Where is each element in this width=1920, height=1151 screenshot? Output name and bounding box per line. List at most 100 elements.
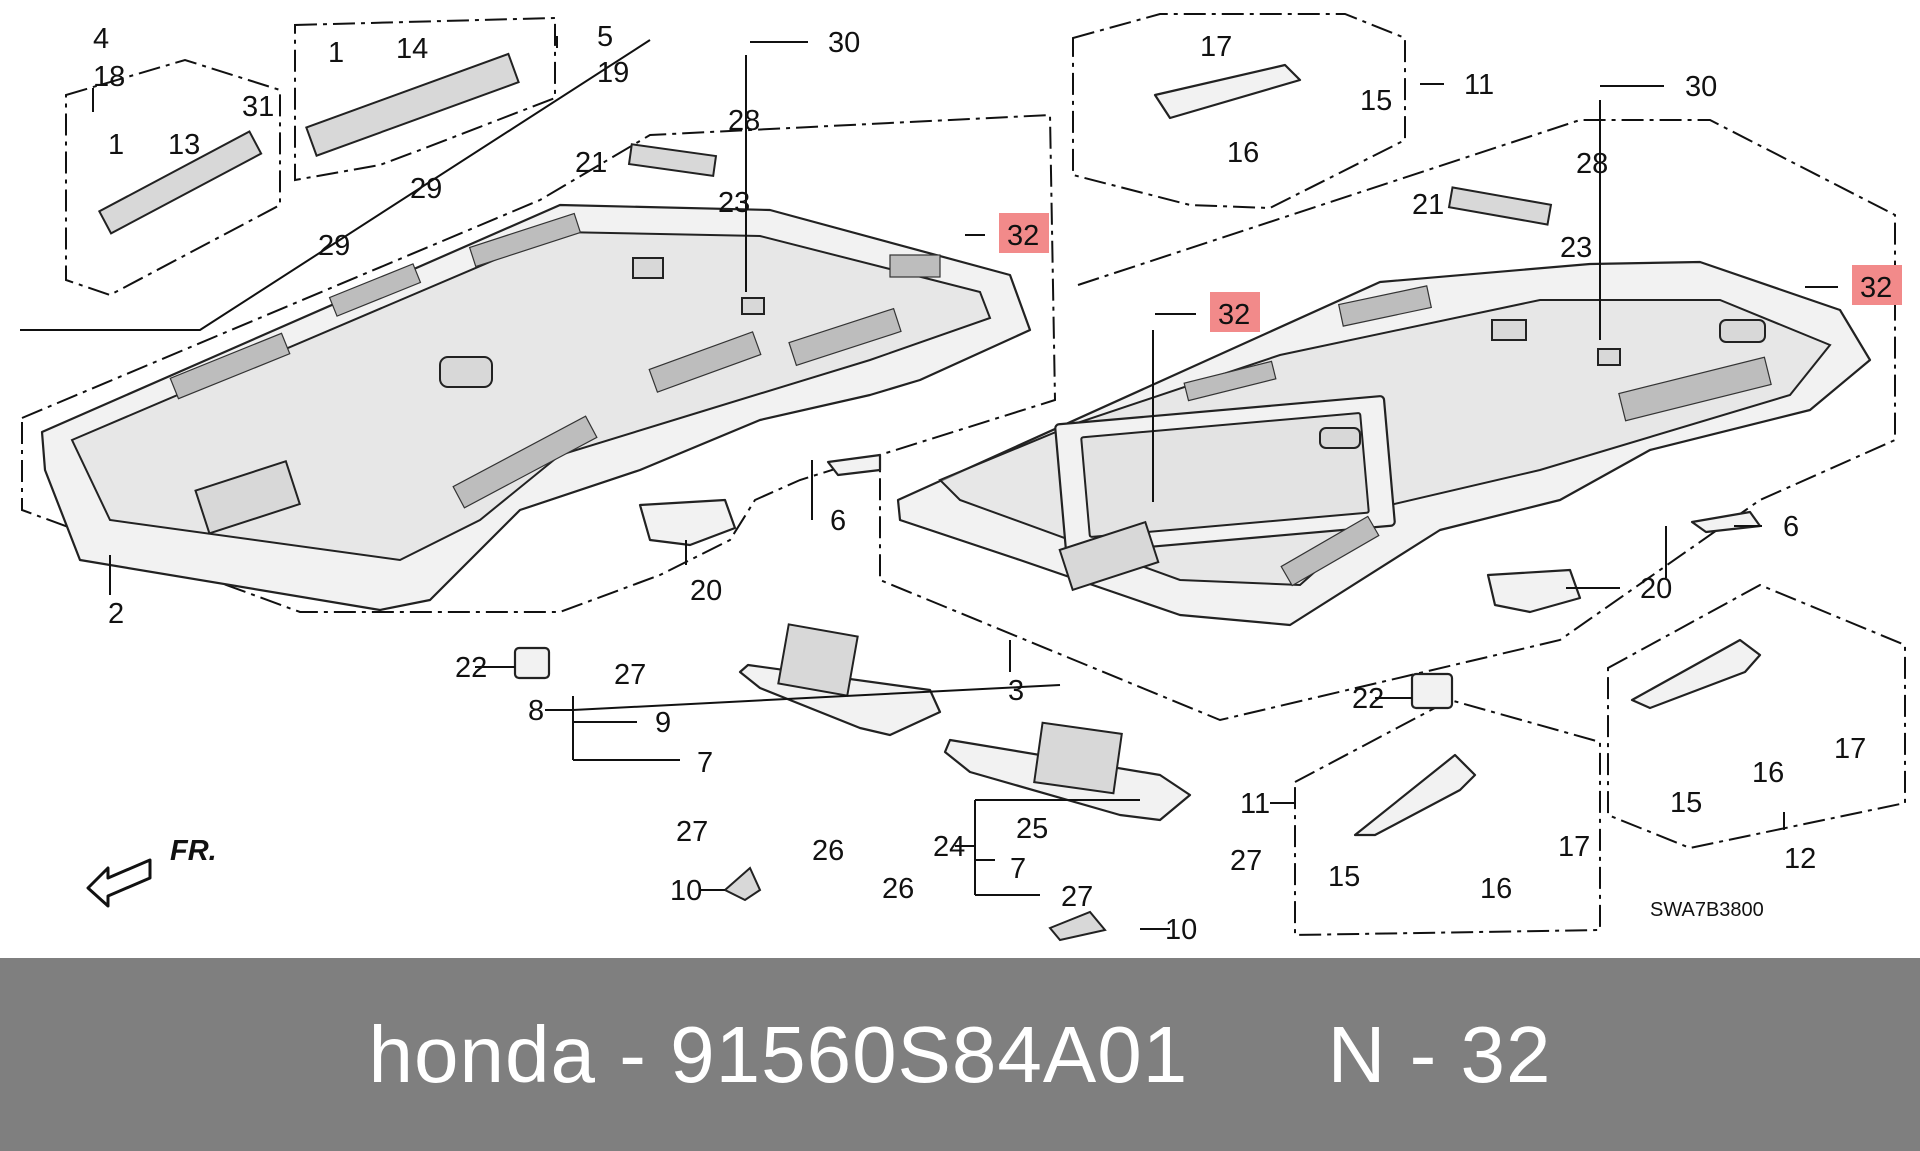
- cover-6-left: [826, 453, 882, 477]
- frame-right-headliner: [879, 119, 1896, 722]
- callout-28: 28: [728, 105, 760, 137]
- callout-11: 11: [1464, 69, 1494, 101]
- callout-number: 10: [670, 875, 702, 907]
- bracket-21-left: [627, 143, 718, 178]
- callout-15: 15: [1328, 861, 1360, 893]
- frame-left-headliner: [21, 113, 1057, 613]
- callout-number: 4: [93, 23, 109, 55]
- callout-30: 30: [828, 27, 860, 59]
- holder-22-right: [1410, 672, 1454, 710]
- callout-number: 11: [1240, 788, 1270, 820]
- callout-15: 15: [1360, 85, 1392, 117]
- callout-number: 28: [728, 105, 760, 137]
- callout-27: 27: [1230, 845, 1262, 877]
- callout-24: 24: [933, 831, 965, 863]
- callout-22: 22: [455, 652, 487, 684]
- callout-6: 6: [1783, 511, 1799, 543]
- callout-16: 16: [1752, 757, 1784, 789]
- callout-number: 16: [1227, 137, 1259, 169]
- callout-26: 26: [812, 835, 844, 867]
- bezel-10-right: [1048, 910, 1107, 942]
- callout-number: 1: [108, 129, 124, 161]
- callout-number: 30: [1685, 71, 1717, 103]
- callout-number: 20: [1640, 573, 1672, 605]
- leader-lines: [92, 36, 1838, 930]
- callout-number: 7: [697, 747, 713, 779]
- callout-29: 29: [410, 173, 442, 205]
- callout-32: 32: [999, 213, 1049, 253]
- callout-27: 27: [614, 659, 646, 691]
- callout-number: 27: [1061, 881, 1093, 913]
- callout-6: 6: [830, 505, 846, 537]
- callout-31: 31: [242, 91, 274, 123]
- callout-number: 6: [1783, 511, 1799, 543]
- callout-19: 19: [597, 57, 629, 89]
- callout-number: 16: [1752, 757, 1784, 789]
- callout-1: 1: [108, 129, 124, 161]
- callout-17: 17: [1200, 31, 1232, 63]
- callout-9: 9: [655, 707, 671, 739]
- callout-number: 11: [1464, 69, 1494, 101]
- callout-number: 10: [1165, 914, 1197, 946]
- callout-highlight: [999, 213, 1049, 253]
- headliner-right: [896, 260, 1872, 627]
- callout-26: 26: [882, 873, 914, 905]
- callout-5: 5: [597, 21, 613, 53]
- callout-number: 27: [676, 816, 708, 848]
- callout-number: 21: [1412, 189, 1444, 221]
- callout-25: 25: [1016, 813, 1048, 845]
- callout-1: 1: [328, 37, 344, 69]
- sun-visor-left: [738, 623, 942, 737]
- frame-small-parts-left: [65, 58, 281, 297]
- callout-number: 22: [455, 652, 487, 684]
- frame-grab-handle-right: [1607, 583, 1906, 850]
- callout-number: 31: [242, 91, 274, 123]
- callout-18: 18: [93, 61, 125, 93]
- sun-visor-right: [943, 721, 1192, 822]
- callout-2: 2: [108, 598, 124, 630]
- callout-17: 17: [1834, 733, 1866, 765]
- callout-number: 15: [1328, 861, 1360, 893]
- frame-visor-left: [20, 39, 651, 331]
- brand-separator: -: [596, 1009, 671, 1099]
- callout-15: 15: [1670, 787, 1702, 819]
- callout-20: 20: [690, 575, 722, 607]
- callout-number: 21: [575, 147, 607, 179]
- callout-20: 20: [1640, 573, 1672, 605]
- callout-number: 20: [690, 575, 722, 607]
- grab-handle-right: [1630, 638, 1762, 710]
- callout-number: 29: [410, 173, 442, 205]
- callout-number: 2: [108, 598, 124, 630]
- holder-22-left: [513, 646, 551, 680]
- callout-32: 32: [1852, 265, 1902, 305]
- callout-number: 19: [597, 57, 629, 89]
- callout-highlight: [1852, 265, 1902, 305]
- callout-number: 5: [597, 21, 613, 53]
- callout-number: 17: [1200, 31, 1232, 63]
- holder-20-right: [1486, 568, 1582, 614]
- callout-number: 23: [1560, 232, 1592, 264]
- callout-number: 1: [328, 37, 344, 69]
- callout-number: 9: [655, 707, 671, 739]
- callout-number: 27: [614, 659, 646, 691]
- footer-caption: honda - 91560S84A01 N - 32: [369, 1009, 1552, 1101]
- bracket-14: [305, 52, 520, 157]
- grab-handle-top: [1153, 63, 1302, 120]
- callout-number: 14: [396, 33, 428, 65]
- callout-8: 8: [528, 695, 544, 727]
- callout-number: 26: [882, 873, 914, 905]
- callout-17: 17: [1558, 831, 1590, 863]
- callout-number: 8: [528, 695, 544, 727]
- holder-20-left: [638, 498, 737, 547]
- caption-gap: [1188, 1010, 1327, 1099]
- callout-number: 25: [1016, 813, 1048, 845]
- bracket-21-right: [1447, 186, 1553, 226]
- grab-handle-lower: [1353, 753, 1477, 837]
- callout-32: 32: [1210, 292, 1260, 332]
- callout-number: 26: [812, 835, 844, 867]
- callout-29: 29: [318, 230, 350, 262]
- callout-number: 3: [1008, 675, 1024, 707]
- callout-10: 10: [670, 875, 702, 907]
